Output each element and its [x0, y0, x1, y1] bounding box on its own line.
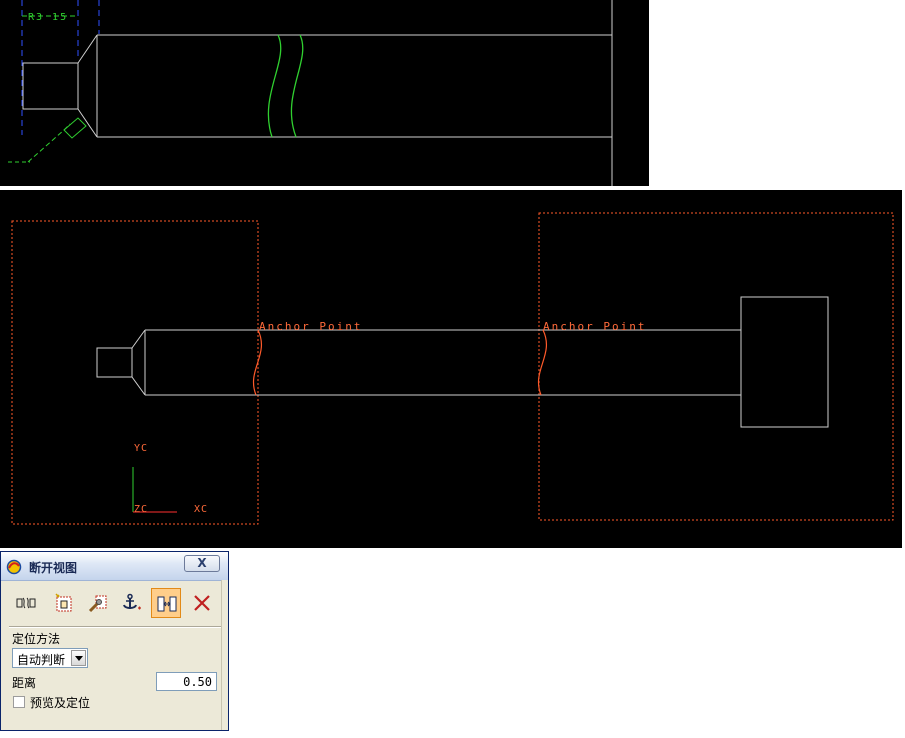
break-shaft-button[interactable] — [11, 588, 41, 618]
method-label: 定位方法 — [12, 632, 61, 646]
dialog-right-border — [221, 580, 228, 730]
z-axis-label: ZC — [134, 504, 148, 515]
break-region-right[interactable] — [538, 212, 894, 521]
broken-view-viewport[interactable]: Anchor Point Anchor Point YC ZC XC — [0, 190, 902, 548]
shaft-head — [740, 296, 829, 428]
break-line-left — [267, 34, 282, 138]
dialog-title: 断开视图 — [29, 561, 78, 575]
method-select[interactable]: 自动判断 — [12, 648, 88, 668]
break-shaft-icon — [16, 597, 36, 609]
shaft-stub — [22, 62, 79, 110]
move-break-icon — [157, 596, 177, 612]
close-button[interactable]: X — [184, 555, 220, 572]
edit-break-button[interactable] — [83, 588, 113, 618]
distance-input[interactable] — [156, 672, 217, 691]
anchor-point-label-left: Anchor Point — [259, 320, 362, 333]
y-axis-label: YC — [134, 443, 148, 454]
dim-text: R3 15 — [28, 12, 68, 23]
detail-viewport[interactable]: R3 15 — [0, 0, 649, 186]
anchor-point-button[interactable] — [117, 588, 147, 618]
broken-view-drawing: Anchor Point Anchor Point YC ZC XC — [11, 212, 894, 525]
delete-break-button[interactable] — [187, 588, 217, 618]
edit-break-icon — [88, 595, 107, 613]
break-curve-left[interactable] — [252, 329, 263, 396]
break-region-button[interactable] — [49, 588, 79, 618]
shaft-stub — [96, 347, 133, 378]
anchor-point-icon — [123, 593, 141, 610]
break-line-right — [290, 34, 304, 138]
x-axis-label: XC — [194, 504, 208, 515]
dialog-toolbar — [11, 588, 221, 618]
leader-arrow — [63, 117, 87, 139]
chevron-down-icon[interactable] — [71, 650, 86, 666]
detail-drawing: R3 15 — [8, 0, 613, 186]
toolbar-divider — [9, 626, 221, 628]
preview-label: 预览及定位 — [30, 696, 91, 710]
delete-break-icon — [194, 595, 210, 611]
shaft-chamfer — [77, 34, 98, 138]
shaft-chamfer — [131, 329, 146, 396]
method-select-value: 自动判断 — [17, 653, 66, 667]
dialog-titlebar[interactable]: 断开视图 X — [1, 552, 228, 581]
break-curve-right[interactable] — [537, 329, 548, 396]
break-view-dialog: 断开视图 X — [0, 551, 229, 731]
anchor-point-label-right: Anchor Point — [543, 320, 646, 333]
preview-checkbox[interactable] — [13, 696, 25, 708]
distance-label: 距离 — [12, 676, 37, 690]
close-icon: X — [197, 556, 207, 570]
break-region-icon — [55, 593, 72, 612]
app-logo-icon — [6, 559, 22, 575]
move-break-button[interactable] — [151, 588, 181, 618]
break-region-left[interactable] — [11, 220, 259, 525]
